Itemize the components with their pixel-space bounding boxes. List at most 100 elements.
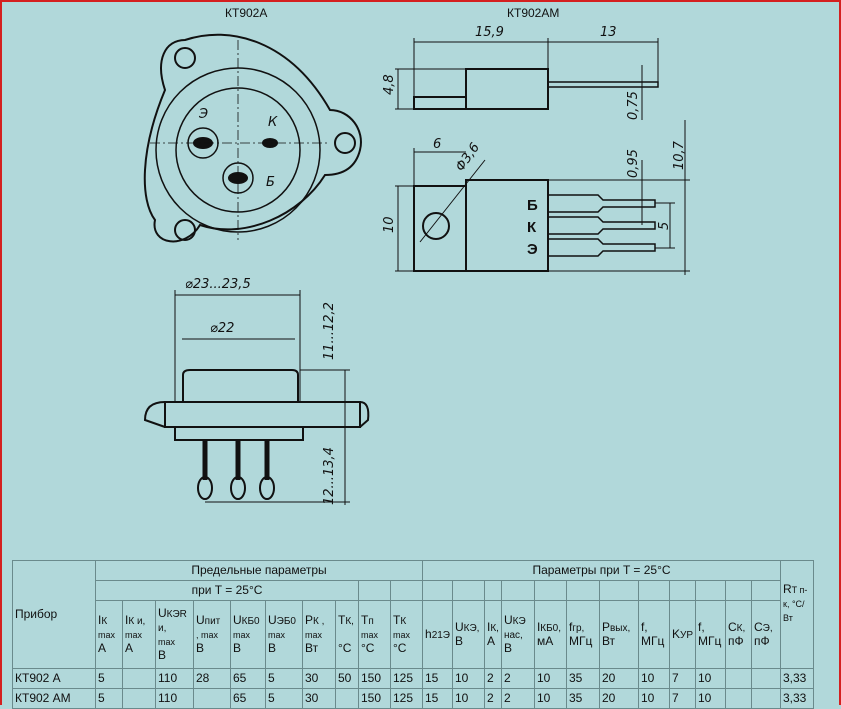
table-cell: 10 [533, 668, 567, 689]
limit-subheader: при T = 25°C [95, 580, 359, 601]
table-cell: 10 [695, 668, 726, 689]
dim-hole-diameter: Φ3,6 [453, 140, 483, 174]
dim-flange-diameter: ⌀23...23,5 [185, 277, 251, 292]
dim-pitch: 5 [657, 222, 672, 230]
param-col-header: Pвых,Вт [598, 600, 639, 669]
param-col-header: CЭ,пФ [751, 600, 781, 669]
table-cell: 3,33 [780, 668, 814, 689]
dim-lead-height: 12...13,4 [322, 447, 337, 505]
dim-thickness: 4,8 [382, 74, 397, 95]
table-cell: 7 [668, 688, 697, 709]
table-cell [122, 668, 156, 689]
table-cell: 10 [637, 668, 670, 689]
dim-lead-length: 13 [600, 25, 617, 40]
table-cell [725, 688, 752, 709]
dim-tab-length: 6 [433, 137, 441, 152]
table-cell: 125 [390, 688, 423, 709]
pin-label-k-am: К [527, 219, 537, 236]
table-cell: 10 [695, 688, 726, 709]
dim-lead-width: 0,95 [626, 149, 641, 178]
table-cell: 2 [484, 668, 502, 689]
rt-header: RT п-к, °C/ Вт [780, 560, 814, 669]
parameters-table: Прибор Предельные параметры Параметры пр… [12, 560, 814, 709]
param-col-header: CК,пФ [725, 600, 752, 669]
table-cell: 5 [265, 668, 303, 689]
table-cell [122, 688, 156, 709]
table-cell: 2 [500, 688, 535, 709]
title-kt902am: КТ902АМ [507, 6, 560, 20]
table-cell: 110 [155, 688, 194, 709]
pin-label-b: Б [266, 175, 275, 190]
table-cell: 110 [155, 668, 194, 689]
dim-lead-thickness: 0,75 [626, 91, 641, 120]
table-cell: 65 [230, 668, 266, 689]
table-cell: 2 [484, 688, 502, 709]
kt902a-top-view [143, 33, 362, 243]
kt902am-side-view [395, 38, 659, 120]
table-cell: 15 [422, 668, 453, 689]
param-col-header: IК,А [484, 600, 502, 669]
kt902am-front-view [395, 120, 690, 275]
transistor-drawings: Э К Б ⌀23...23,5 ⌀22 11...12,2 12...13,4… [143, 25, 690, 505]
param-col-header: UКЭ,В [452, 600, 485, 669]
table-cell: 2 [500, 668, 535, 689]
table-cell: 7 [668, 668, 697, 689]
limit-params-header: Предельные параметры [95, 560, 423, 581]
table-cell [751, 668, 781, 689]
pin-label-k: К [268, 115, 278, 130]
title-kt902a: КТ902А [225, 6, 268, 20]
dim-body-length: 15,9 [475, 25, 504, 40]
device-name: КТ902 А [12, 668, 96, 689]
param-col-header: KУР [668, 600, 697, 669]
table-cell: 10 [452, 688, 485, 709]
table-cell: 10 [533, 688, 567, 709]
table-cell: 15 [422, 688, 453, 709]
dim-height: 10,7 [672, 140, 687, 170]
table-cell: 10 [637, 688, 670, 709]
table-cell: 5 [95, 688, 123, 709]
table-cell [193, 688, 231, 709]
pin-label-e-am: Э [527, 241, 538, 258]
pin-label-b-am: Б [527, 197, 538, 214]
table-cell: 30 [302, 688, 336, 709]
table-cell [751, 688, 781, 709]
limit-col-header: TК,°C [335, 600, 359, 669]
param-col-header: IКБ0,мА [533, 600, 567, 669]
device-name: КТ902 АМ [12, 688, 96, 709]
table-cell: 35 [565, 668, 600, 689]
table-cell [335, 688, 359, 709]
params-header: Параметры при T = 25°C [422, 560, 781, 581]
table-cell: 150 [358, 668, 391, 689]
table-cell: 20 [598, 668, 639, 689]
table-cell: 125 [390, 668, 423, 689]
param-col-header: f,МГц [695, 600, 726, 669]
table-cell: 50 [335, 668, 359, 689]
param-col-header: h21Э [422, 600, 453, 669]
table-cell: 3,33 [780, 688, 814, 709]
dim-body-height: 11...12,2 [322, 302, 337, 360]
pin-label-e: Э [198, 107, 208, 122]
table-cell [725, 668, 752, 689]
dim-body-diameter: ⌀22 [210, 321, 234, 336]
param-col-header: UКЭ нас,В [500, 600, 535, 669]
table-cell: 65 [230, 688, 266, 709]
table-cell: 28 [193, 668, 231, 689]
param-col-header: fгр,МГц [565, 600, 600, 669]
table-cell: 20 [598, 688, 639, 709]
dim-width: 10 [382, 216, 397, 233]
table-cell: 10 [452, 668, 485, 689]
table-cell: 5 [265, 688, 303, 709]
table-cell: 5 [95, 668, 123, 689]
table-cell: 30 [302, 668, 336, 689]
